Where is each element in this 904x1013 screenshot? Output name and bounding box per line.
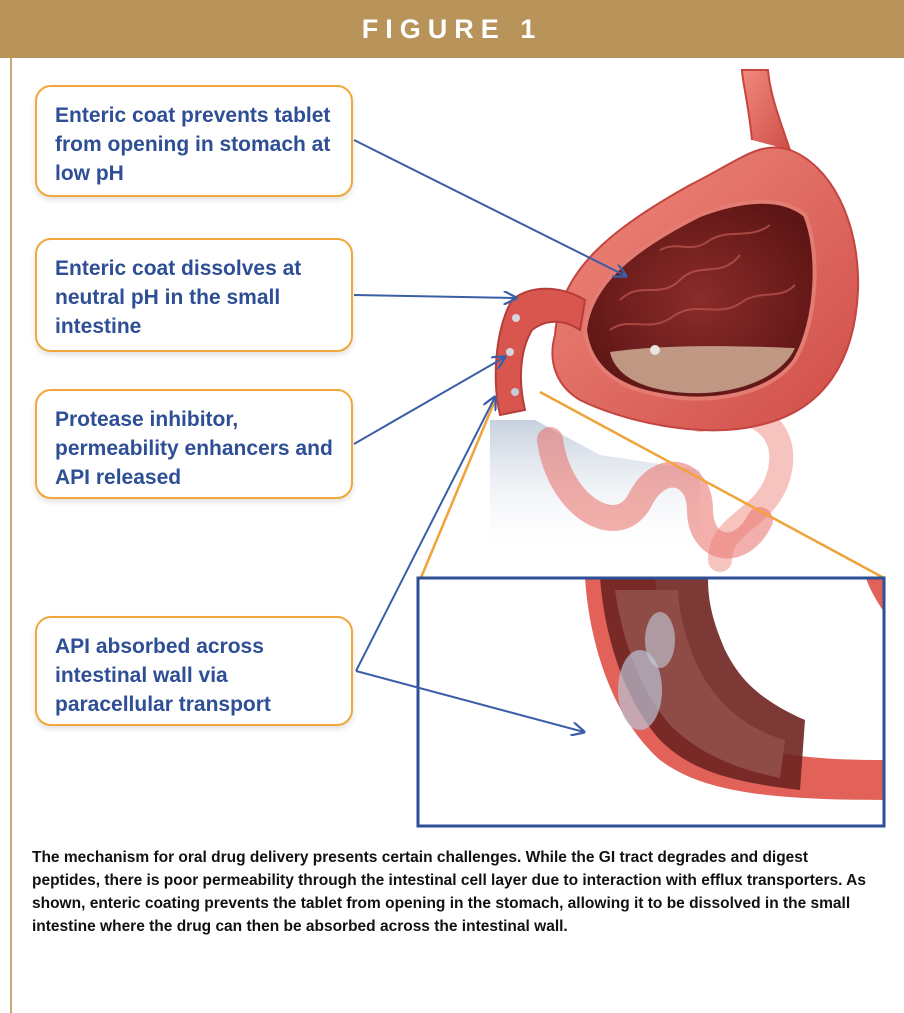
- callout-text-2: Enteric coat dissolves at neutral pH in …: [55, 254, 333, 341]
- tablet-in-stomach: [650, 345, 660, 355]
- callout-text-4: API absorbed across intestinal wall via …: [55, 632, 333, 719]
- drop-shadow: [490, 420, 700, 560]
- intestine-detail-inset: [418, 578, 884, 826]
- callout-api-absorbed: API absorbed across intestinal wall via …: [35, 616, 353, 726]
- pill-3: [511, 388, 519, 396]
- arrow-to-duodenum-top: [354, 295, 516, 298]
- esophagus: [742, 70, 790, 150]
- callout-text-1: Enteric coat prevents tablet from openin…: [55, 101, 333, 188]
- pill-2: [506, 348, 514, 356]
- callout-enteric-coat-stomach: Enteric coat prevents tablet from openin…: [35, 85, 353, 197]
- pill-1: [512, 314, 520, 322]
- arrow-to-stomach: [354, 140, 626, 276]
- callout-protease-inhibitor: Protease inhibitor, permeability enhance…: [35, 389, 353, 499]
- callout-text-3: Protease inhibitor, permeability enhance…: [55, 405, 333, 492]
- callout-enteric-coat-dissolves: Enteric coat dissolves at neutral pH in …: [35, 238, 353, 352]
- figure-caption: The mechanism for oral drug delivery pre…: [32, 846, 872, 938]
- zoom-line-left: [420, 398, 496, 580]
